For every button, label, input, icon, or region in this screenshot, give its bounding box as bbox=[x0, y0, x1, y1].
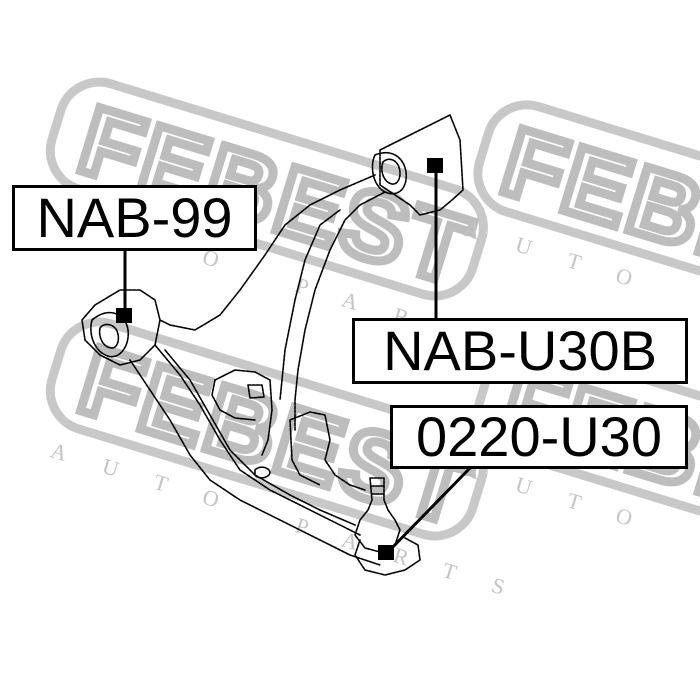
leader-nab-99 bbox=[116, 250, 132, 323]
control-arm-drawing bbox=[81, 114, 464, 576]
leader-0220-u30 bbox=[378, 466, 472, 560]
part-number: NAB-99 bbox=[36, 186, 233, 249]
part-label-0220-u30: 0220-U30 bbox=[390, 405, 688, 469]
part-label-nab-u30b: NAB-U30B bbox=[352, 318, 688, 384]
leader-nab-u30b bbox=[427, 158, 443, 318]
part-number: 0220-U30 bbox=[416, 405, 662, 468]
part-number: NAB-U30B bbox=[383, 319, 657, 382]
part-label-nab-99: NAB-99 bbox=[12, 185, 257, 251]
